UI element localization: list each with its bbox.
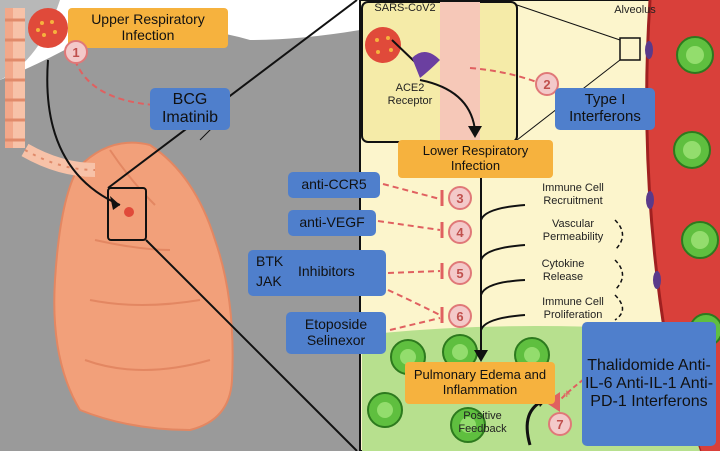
jak-label: JAK [256,273,282,289]
alveolus-label: Alveolus [614,4,656,16]
badge-6: 6 [448,304,472,328]
edema-label: Pulmonary Edema and Inflammation [405,362,555,404]
btk-jak-second-line [387,289,441,316]
bcg-imatinib-box: BCG Imatinib [150,88,230,130]
ace2-label: ACE2 Receptor [387,82,433,107]
inhibitors-label: Inhibitors [298,263,355,279]
lower-infection-label: Lower Respiratory Infection [398,140,553,178]
badge-5: 5 [448,261,472,285]
badge-4: 4 [448,220,472,244]
virus-to-receptor-arrow [391,39,416,63]
btk-label: BTK [256,253,284,269]
immune-proliferation-label: Immune Cell Proliferation [542,296,604,321]
vascular-permeability-label: Vascular Permeability [542,218,604,243]
zoom-line-bottom [145,239,358,451]
bcg-inhibition-line [74,59,156,106]
positive-feedback-label: Positive Feedback [458,410,507,435]
entry-arrowhead [468,126,482,138]
alveolus-box [619,37,641,61]
btk-jak-box: BTK JAK Inhibitors [248,250,386,296]
zoom-line-top [107,0,358,189]
etoposide-selinexor-box: Etoposide Selinexor [286,312,386,354]
ace2-receptor-icon [412,51,440,78]
type1-interferons-box: Type I Interferons [555,88,655,130]
cytokine-release-label: Cytokine Release [541,258,585,283]
lung-virus-icon [124,207,134,217]
infection-arrowhead [110,196,120,210]
alveolar-cell [361,1,518,143]
badge-3: 3 [448,186,472,210]
sars-label: SARS-CoV2 [374,2,436,14]
bronchus-rings [24,149,96,171]
trachea [5,8,25,148]
branch-recruitment [480,204,526,221]
infection-path-arrow [46,59,121,206]
plus-sign: + [563,386,571,401]
badge-7: 7 [548,412,572,436]
feedback-dashed-arrows [614,219,624,321]
entry-arrow [419,79,476,131]
vegf-inhibition-line [377,220,441,231]
anti-ccr5-box: anti-CCR5 [288,172,380,198]
btk-jak-inhibition-line [387,270,441,274]
etoposide-inhibition-line [389,317,441,331]
branch-cytokine [480,279,526,296]
anti-vegf-box: anti-VEGF [288,210,376,236]
alveolus-zoom-line-2 [516,4,621,41]
branch-permeability [480,244,526,261]
badge-1: 1 [64,40,88,64]
immune-recruitment-label: Immune Cell Recruitment [542,182,604,207]
sars-virus-icon [365,27,401,63]
thalidomide-box: Thalidomide Anti-IL-6 Anti-IL-1 Anti-PD-… [582,322,716,446]
cascade-arrowhead [474,350,488,362]
upper-infection-label: Upper Respiratory Infection [68,8,228,48]
lung-lobe-lines [84,149,211,371]
branch-proliferation [480,314,526,331]
upper-virus-icon [28,8,68,48]
lung-shape [53,141,234,432]
